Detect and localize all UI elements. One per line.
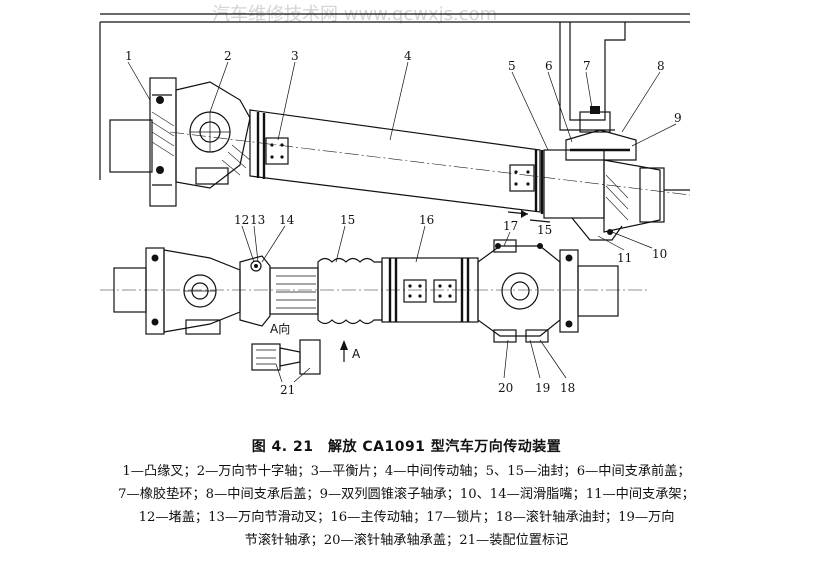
legend-line-4: 节滚针轴承；20—滚针轴承轴承盖；21—装配位置标记	[244, 533, 569, 548]
part-number-16: 16	[419, 213, 434, 227]
part-number-4: 4	[404, 49, 412, 63]
part-number-15: 15	[340, 213, 355, 227]
leader-lines	[127, 61, 677, 383]
a-arrow-label: A	[352, 347, 361, 361]
legend-line-2: 7—橡胶垫环；8—中间支承后盖；9—双列圆锥滚子轴承；10、14—润滑脂嘴；11…	[118, 487, 695, 502]
a-view-label: A向	[270, 321, 290, 336]
drivetrain-technical-drawing: 汽车维修技术网 www.qcwxjs.com	[99, 4, 691, 397]
bottom-view-assembly	[100, 239, 650, 375]
part-number-9: 9	[674, 111, 682, 125]
figure-caption-title: 图 4. 21 解放 CA1091 型汽车万向传动装置	[251, 439, 562, 455]
part-number-21: 21	[280, 383, 295, 397]
part-number-18: 18	[560, 381, 575, 395]
section-mark-15: 15	[537, 223, 552, 237]
part-number-17: 17	[503, 219, 518, 233]
part-number-11: 11	[617, 251, 632, 265]
part-number-2: 2	[224, 49, 232, 63]
top-view-assembly	[109, 77, 691, 241]
part-number-8: 8	[657, 59, 665, 73]
part-number-10: 10	[652, 247, 667, 261]
legend-line-1: 1—凸缘叉；2—万向节十字轴；3—平衡片；4—中间传动轴；5、15—油封；6—中…	[122, 464, 691, 479]
part-number-12: 12	[234, 213, 249, 227]
part-number-5: 5	[508, 59, 516, 73]
part-number-13: 13	[250, 213, 265, 227]
part-number-20: 20	[498, 381, 513, 395]
part-number-14: 14	[279, 213, 295, 227]
legend-line-3: 12—堵盖；13—万向节滑动叉；16—主传动轴；17—锁片；18—滚针轴承油封；…	[138, 510, 675, 525]
part-number-1: 1	[125, 49, 133, 63]
chassis-frame	[99, 13, 690, 180]
part-number-6: 6	[545, 59, 553, 73]
part-number-19: 19	[535, 381, 550, 395]
part-number-3: 3	[291, 49, 299, 63]
part-number-7: 7	[583, 59, 591, 73]
